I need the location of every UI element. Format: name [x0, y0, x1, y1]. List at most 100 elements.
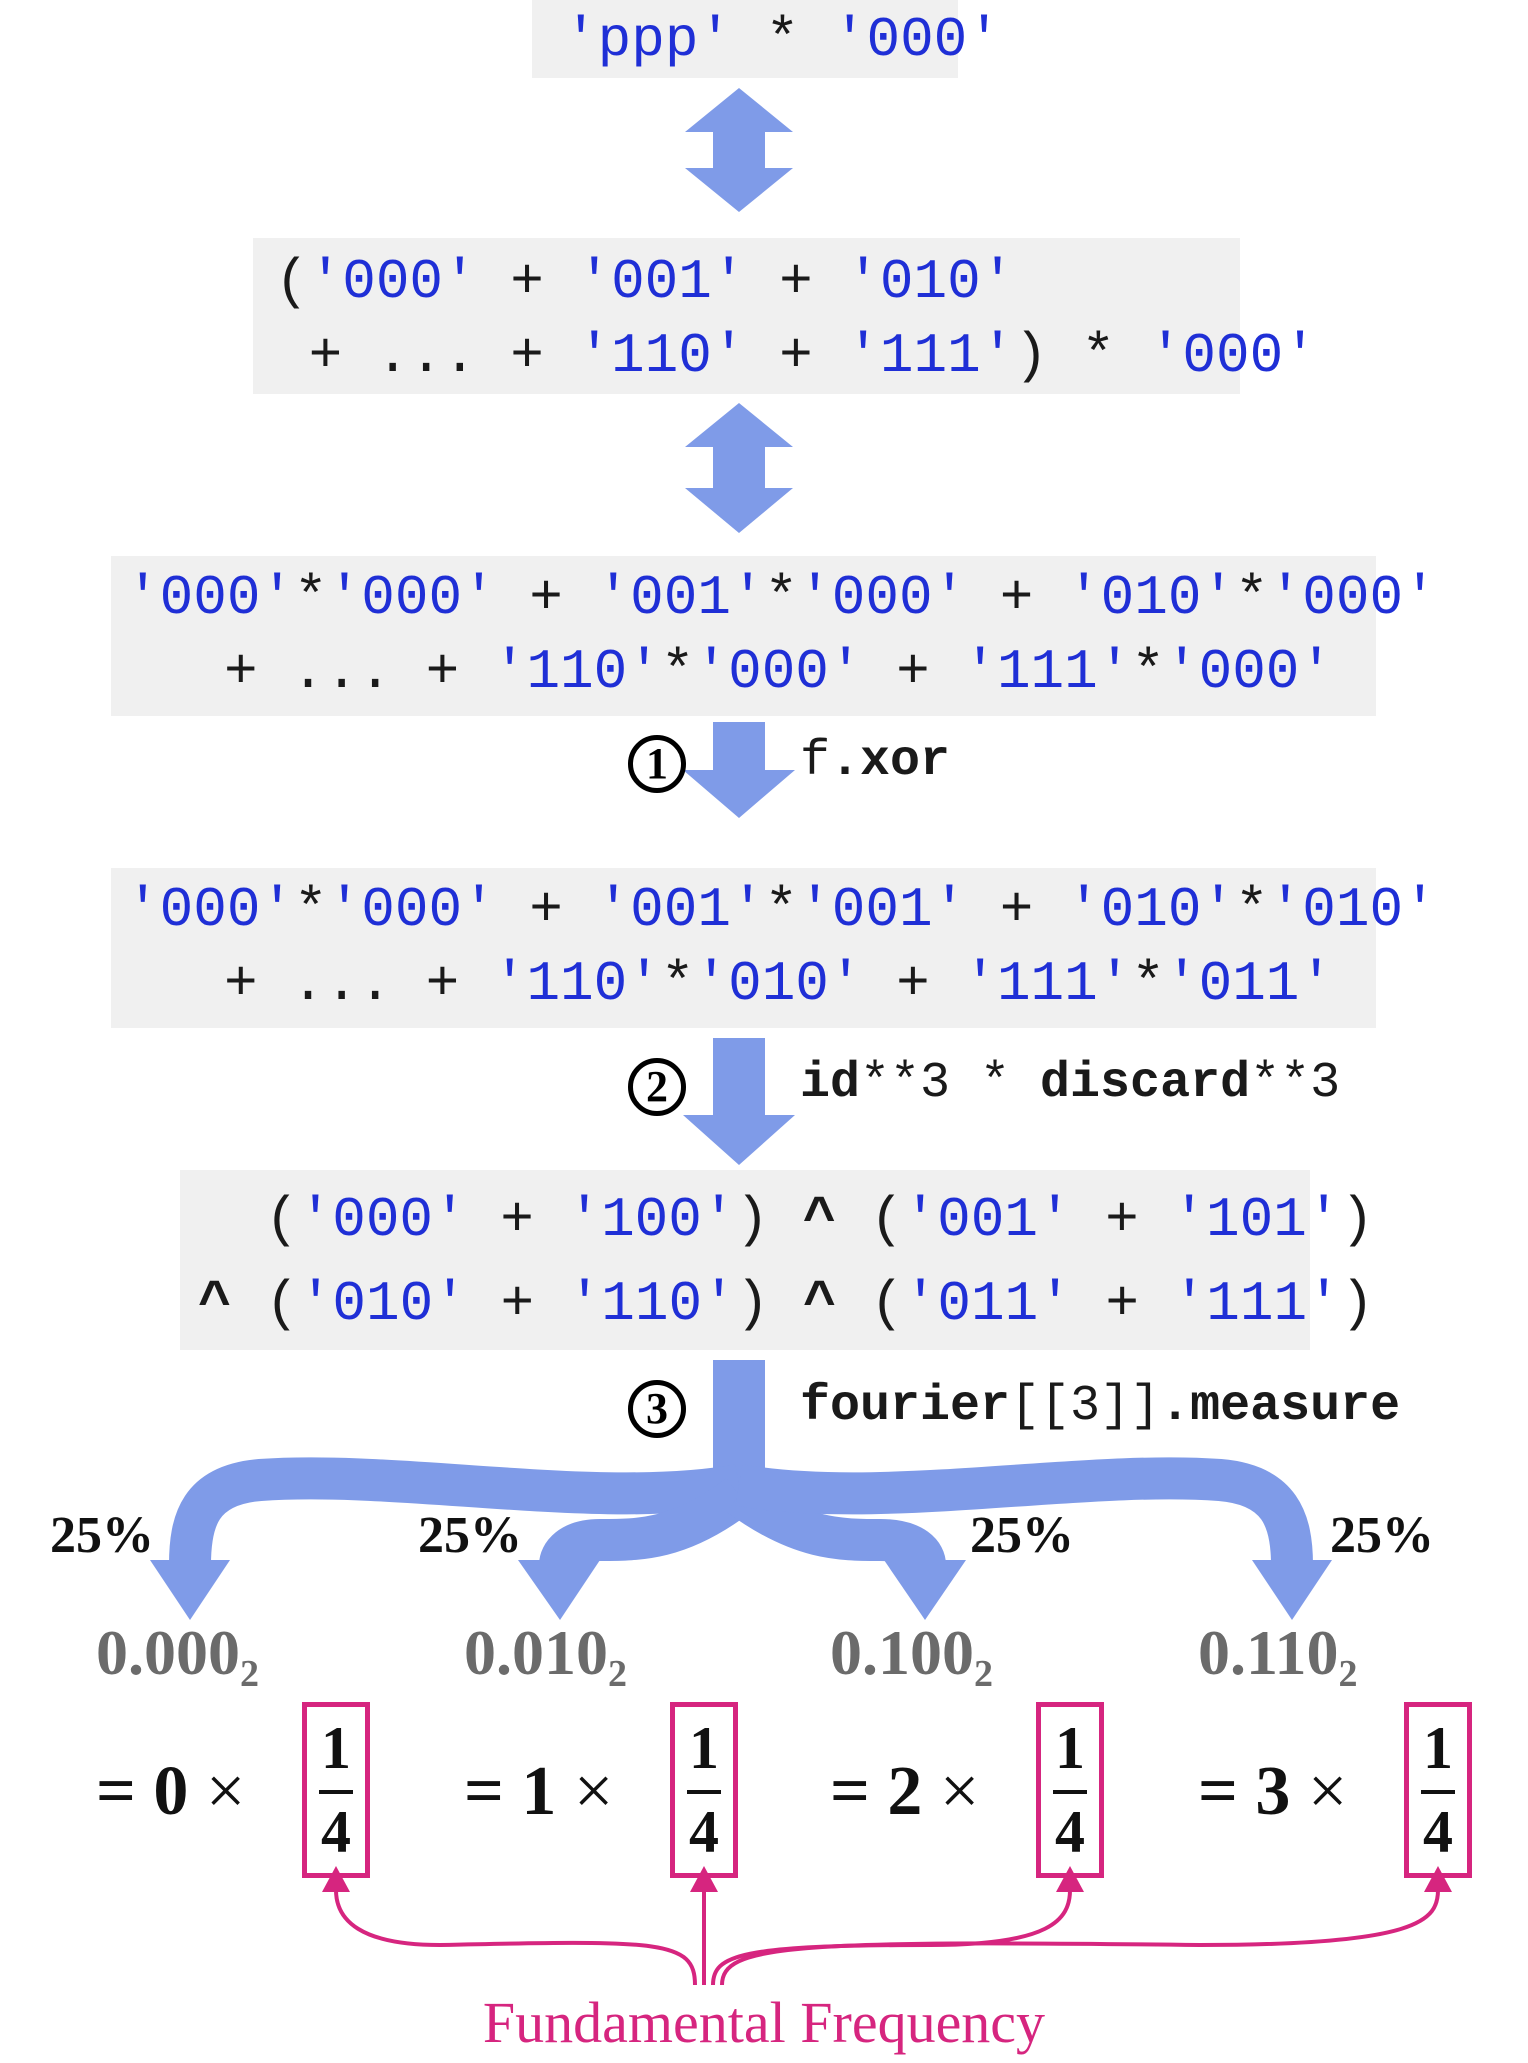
operator: * [1131, 952, 1165, 1016]
operator: * [294, 566, 328, 630]
connector-head [1056, 1866, 1084, 1892]
string-literal: '001' [577, 250, 746, 314]
operator: + [466, 1272, 568, 1336]
fundamental-frequency-label: Fundamental Frequency [482, 1990, 1046, 2055]
outcome-equation: = 1 × [464, 1753, 614, 1830]
string-literal: '000' [1164, 640, 1334, 704]
expression-line: + ... + '110'*'010' + '111'*'011' [224, 952, 1333, 1016]
step-label: id**3 * discard**3 [800, 1054, 1340, 1114]
outcome-value: 0.1002 [830, 1617, 993, 1695]
outcome-value: 0.0102 [464, 1617, 627, 1695]
string-literal: 'ppp' [564, 8, 733, 72]
operator: + [495, 878, 597, 942]
outcome-value: 0.0002 [96, 1617, 259, 1695]
outcome-equation: = 0 × [96, 1753, 246, 1830]
paren: ( [265, 1188, 299, 1252]
operator: + [745, 324, 847, 388]
branch-arrow-head [518, 1560, 600, 1620]
step-number-badge: 2 [628, 1058, 686, 1116]
branch-arrow [539, 1478, 752, 1569]
string-literal: '010' [1067, 566, 1236, 630]
paren: ) [735, 1188, 803, 1252]
string-literal: '001' [798, 878, 967, 942]
string-literal: '001' [903, 1188, 1072, 1252]
string-literal: '111' [963, 640, 1132, 704]
paren: ) [1340, 1272, 1375, 1336]
string-literal: '000' [832, 8, 1001, 72]
connector-curve [720, 1889, 1440, 1986]
expression-line: ^ ('010' + '110') ^ ('011' + '111') [198, 1272, 1374, 1336]
paren: ( [836, 1272, 904, 1336]
code-token: **3 * [860, 1055, 1041, 1112]
expression-box-5: ('000' + '100') ^ ('001' + '101') ^ ('01… [180, 1170, 1374, 1350]
branch-arrow-head [150, 1560, 230, 1620]
operator: + [966, 566, 1067, 630]
connector-curve [711, 1889, 1072, 1986]
operator: * [1235, 566, 1269, 630]
expression-box-3: '000'*'000' + '001'*'000' + '010'*'000' … [111, 556, 1437, 716]
branch-arrow [735, 1457, 1313, 1566]
string-literal: '001' [596, 878, 765, 942]
expression-box-4: '000'*'000' + '001'*'001' + '010'*'010' … [111, 868, 1437, 1028]
step-number-badge: 1 [628, 735, 686, 793]
string-literal: '000' [298, 1188, 467, 1252]
outcome-value: 0.1102 [1198, 1617, 1358, 1695]
operator: * [732, 8, 833, 72]
string-literal: '000' [327, 878, 496, 942]
operator: + ... + [275, 324, 578, 388]
string-literal: '001' [596, 566, 765, 630]
branch-arrow [726, 1477, 946, 1569]
double-arrow-icon [685, 88, 793, 212]
operator: * [294, 878, 328, 942]
connector-head [1424, 1866, 1452, 1892]
code-token: .measure [1160, 1378, 1401, 1435]
operator: + [1071, 1188, 1173, 1252]
branch-arrow-head [884, 1560, 966, 1620]
step-label: f.xor [800, 732, 950, 792]
code-token: discard [1040, 1055, 1251, 1112]
paren: ) [735, 1272, 803, 1336]
expression-line: + ... + '110'*'000' + '111'*'000' [224, 640, 1333, 704]
expression-box-1: 'ppp' * '000' [532, 0, 1001, 78]
connector-head [690, 1866, 718, 1892]
string-literal: '000' [126, 878, 295, 942]
string-literal: '111' [963, 952, 1132, 1016]
string-literal: '010' [298, 1272, 467, 1336]
double-arrow-icon [685, 403, 793, 533]
probability-label: 25% [50, 1507, 154, 1564]
string-literal: '010' [1268, 878, 1437, 942]
outcome-equation: = 3 × [1198, 1753, 1348, 1830]
step-label: fourier[[3]].measure [800, 1377, 1400, 1437]
code-token: f [800, 733, 831, 790]
string-literal: '111' [846, 324, 1015, 388]
arrow-stem [713, 1360, 765, 1485]
string-literal: '000' [1148, 324, 1317, 388]
string-literal: '000' [1268, 566, 1437, 630]
operator: + [466, 1188, 568, 1252]
operator: * [660, 952, 695, 1016]
connector-head [322, 1866, 350, 1892]
string-literal: '110' [492, 952, 661, 1016]
string-literal: '000' [798, 566, 967, 630]
string-literal: '101' [1172, 1188, 1341, 1252]
branch-arrow-head [1252, 1560, 1332, 1620]
string-literal: '011' [903, 1272, 1072, 1336]
string-literal: '010' [1067, 878, 1236, 942]
operator: + [745, 250, 847, 314]
operator: ) * [1014, 324, 1149, 388]
expression-line: + ... + '110' + '111') * '000' [275, 324, 1317, 388]
operator: + [862, 640, 964, 704]
expression-line: '000'*'000' + '001'*'000' + '010'*'000' [126, 566, 1437, 630]
operator: + [1071, 1272, 1173, 1336]
operator: + ... + [224, 640, 493, 704]
step-number-badge: 3 [628, 1380, 686, 1438]
branch-arrow [169, 1457, 743, 1566]
down-arrow-icon [683, 722, 795, 818]
caret-operator: ^ [802, 1272, 837, 1336]
string-literal: '110' [577, 324, 746, 388]
expression-line: ('000' + '100') ^ ('001' + '101') [265, 1188, 1374, 1252]
outcome-equation: = 2 × [830, 1753, 980, 1830]
string-literal: '111' [1172, 1272, 1341, 1336]
